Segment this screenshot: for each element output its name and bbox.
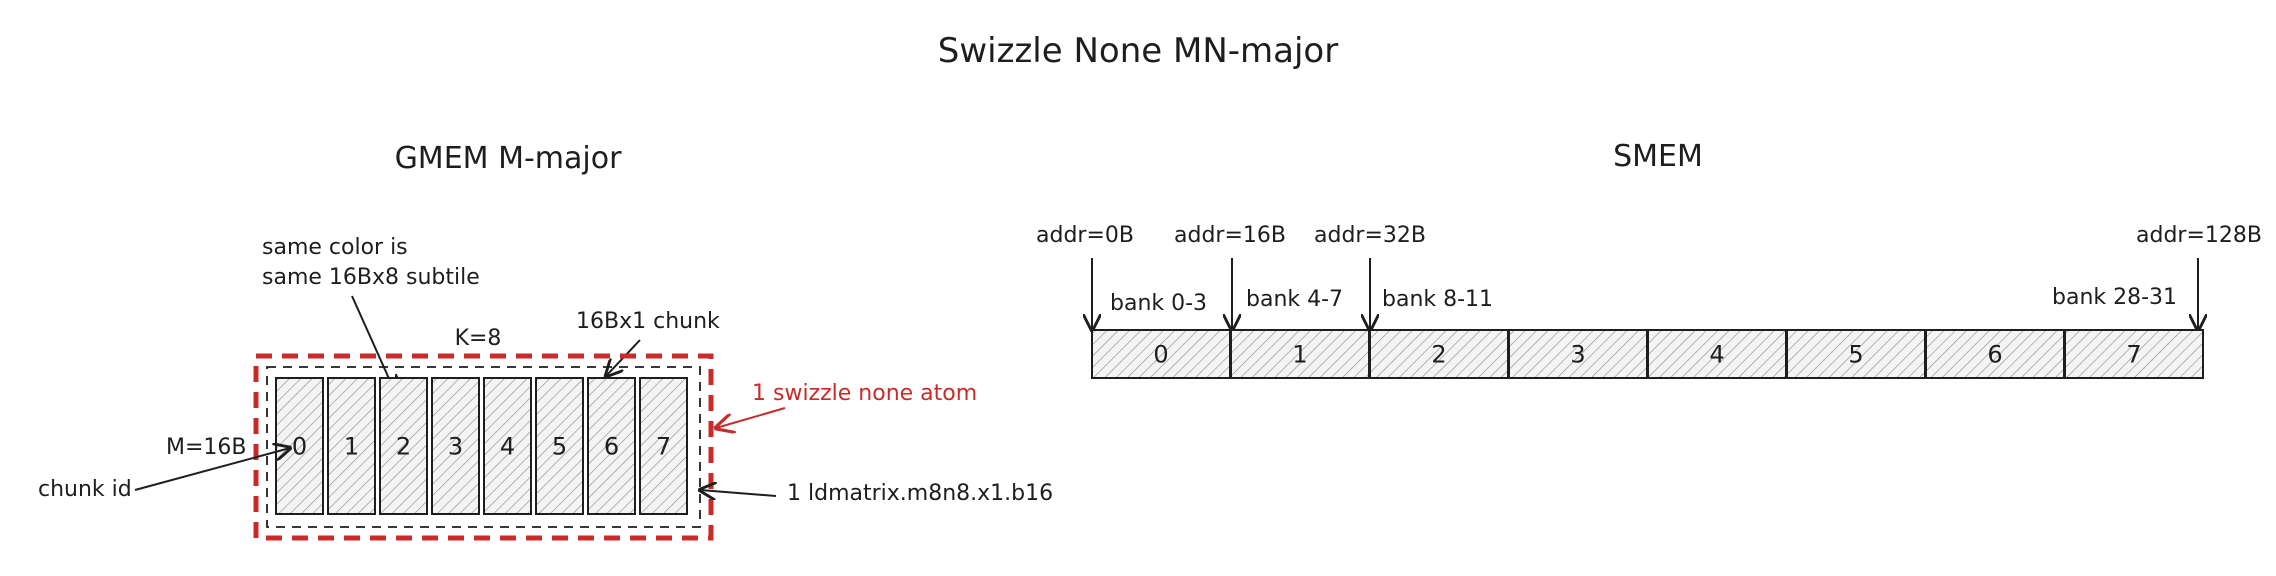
addr-label-2: addr=32B — [1314, 223, 1426, 248]
addr-label-3: addr=128B — [2136, 223, 2262, 248]
gmem-chunk-label-2: 2 — [396, 433, 411, 461]
smem-cell-0 — [1091, 329, 1231, 379]
smem-cell-6 — [1925, 329, 2065, 379]
ldmatrix-label: 1 ldmatrix.m8n8.x1.b16 — [787, 481, 1053, 506]
gmem-chunk-row: 0 1 2 3 4 5 6 7 — [275, 377, 688, 515]
smem-cell-7 — [2064, 329, 2204, 379]
smem-heading: SMEM — [1613, 139, 1703, 174]
gmem-panel: GMEM M-major same color is same 16Bx8 su… — [38, 141, 1053, 541]
smem-cell-label-4: 4 — [1709, 341, 1724, 369]
bank-label-0: bank 0-3 — [1110, 291, 1207, 316]
smem-cell-label-3: 3 — [1570, 341, 1585, 369]
ldmatrix-arrow — [700, 490, 777, 496]
gmem-chunk-label-4: 4 — [500, 433, 515, 461]
smem-cell-label-6: 6 — [1987, 341, 2002, 369]
smem-cell-2 — [1369, 329, 1509, 379]
smem-cell-label-5: 5 — [1848, 341, 1863, 369]
chunk-id-label: chunk id — [38, 477, 132, 502]
atom-label-arrow — [716, 407, 786, 428]
smem-cell-label-2: 2 — [1431, 341, 1446, 369]
bank-label-2: bank 8-11 — [1382, 287, 1493, 312]
addr-label-0: addr=0B — [1036, 223, 1134, 248]
m-label: M=16B — [166, 435, 247, 460]
subtile-note-arrow — [351, 295, 395, 392]
k-label: K=8 — [455, 326, 502, 351]
gmem-chunk-label-0: 0 — [292, 433, 307, 461]
gmem-chunk-label-1: 1 — [344, 433, 359, 461]
swizzle-atom-border — [253, 353, 714, 541]
gmem-chunk-3 — [431, 377, 480, 515]
smem-cell-4 — [1647, 329, 1787, 379]
subtile-note-line2: same 16Bx8 subtile — [262, 265, 480, 290]
smem-cell-label-1: 1 — [1292, 341, 1307, 369]
ldmatrix-border — [266, 366, 701, 528]
smem-cell-label-0: 0 — [1153, 341, 1168, 369]
chunk-id-arrow — [134, 448, 290, 491]
gmem-chunk-1 — [327, 377, 376, 515]
gmem-chunk-2 — [379, 377, 428, 515]
bank-label-1: bank 4-7 — [1246, 287, 1343, 312]
gmem-chunk-label-7: 7 — [656, 433, 671, 461]
gmem-chunk-label-3: 3 — [448, 433, 463, 461]
gmem-chunk-label-5: 5 — [552, 433, 567, 461]
chunk-label: 16Bx1 chunk — [576, 309, 720, 334]
gmem-chunk-6 — [587, 377, 636, 515]
diagram-title: Swizzle None MN-major — [938, 31, 1338, 71]
gmem-chunk-7 — [639, 377, 688, 515]
smem-cell-1 — [1230, 329, 1370, 379]
gmem-chunk-4 — [483, 377, 532, 515]
gmem-chunk-5 — [535, 377, 584, 515]
bank-label-3: bank 28-31 — [2052, 285, 2177, 310]
smem-cell-label-7: 7 — [2126, 341, 2141, 369]
smem-cell-row: 0 1 2 3 4 5 6 7 — [1091, 329, 2204, 379]
gmem-chunk-label-6: 6 — [604, 433, 619, 461]
atom-label: 1 swizzle none atom — [752, 381, 977, 406]
smem-panel: SMEM addr=0B addr=16B addr=32B addr=128B… — [1036, 139, 2262, 379]
addr-label-1: addr=16B — [1174, 223, 1286, 248]
gmem-heading: GMEM M-major — [395, 141, 623, 176]
subtile-note-line1: same color is — [262, 235, 408, 260]
